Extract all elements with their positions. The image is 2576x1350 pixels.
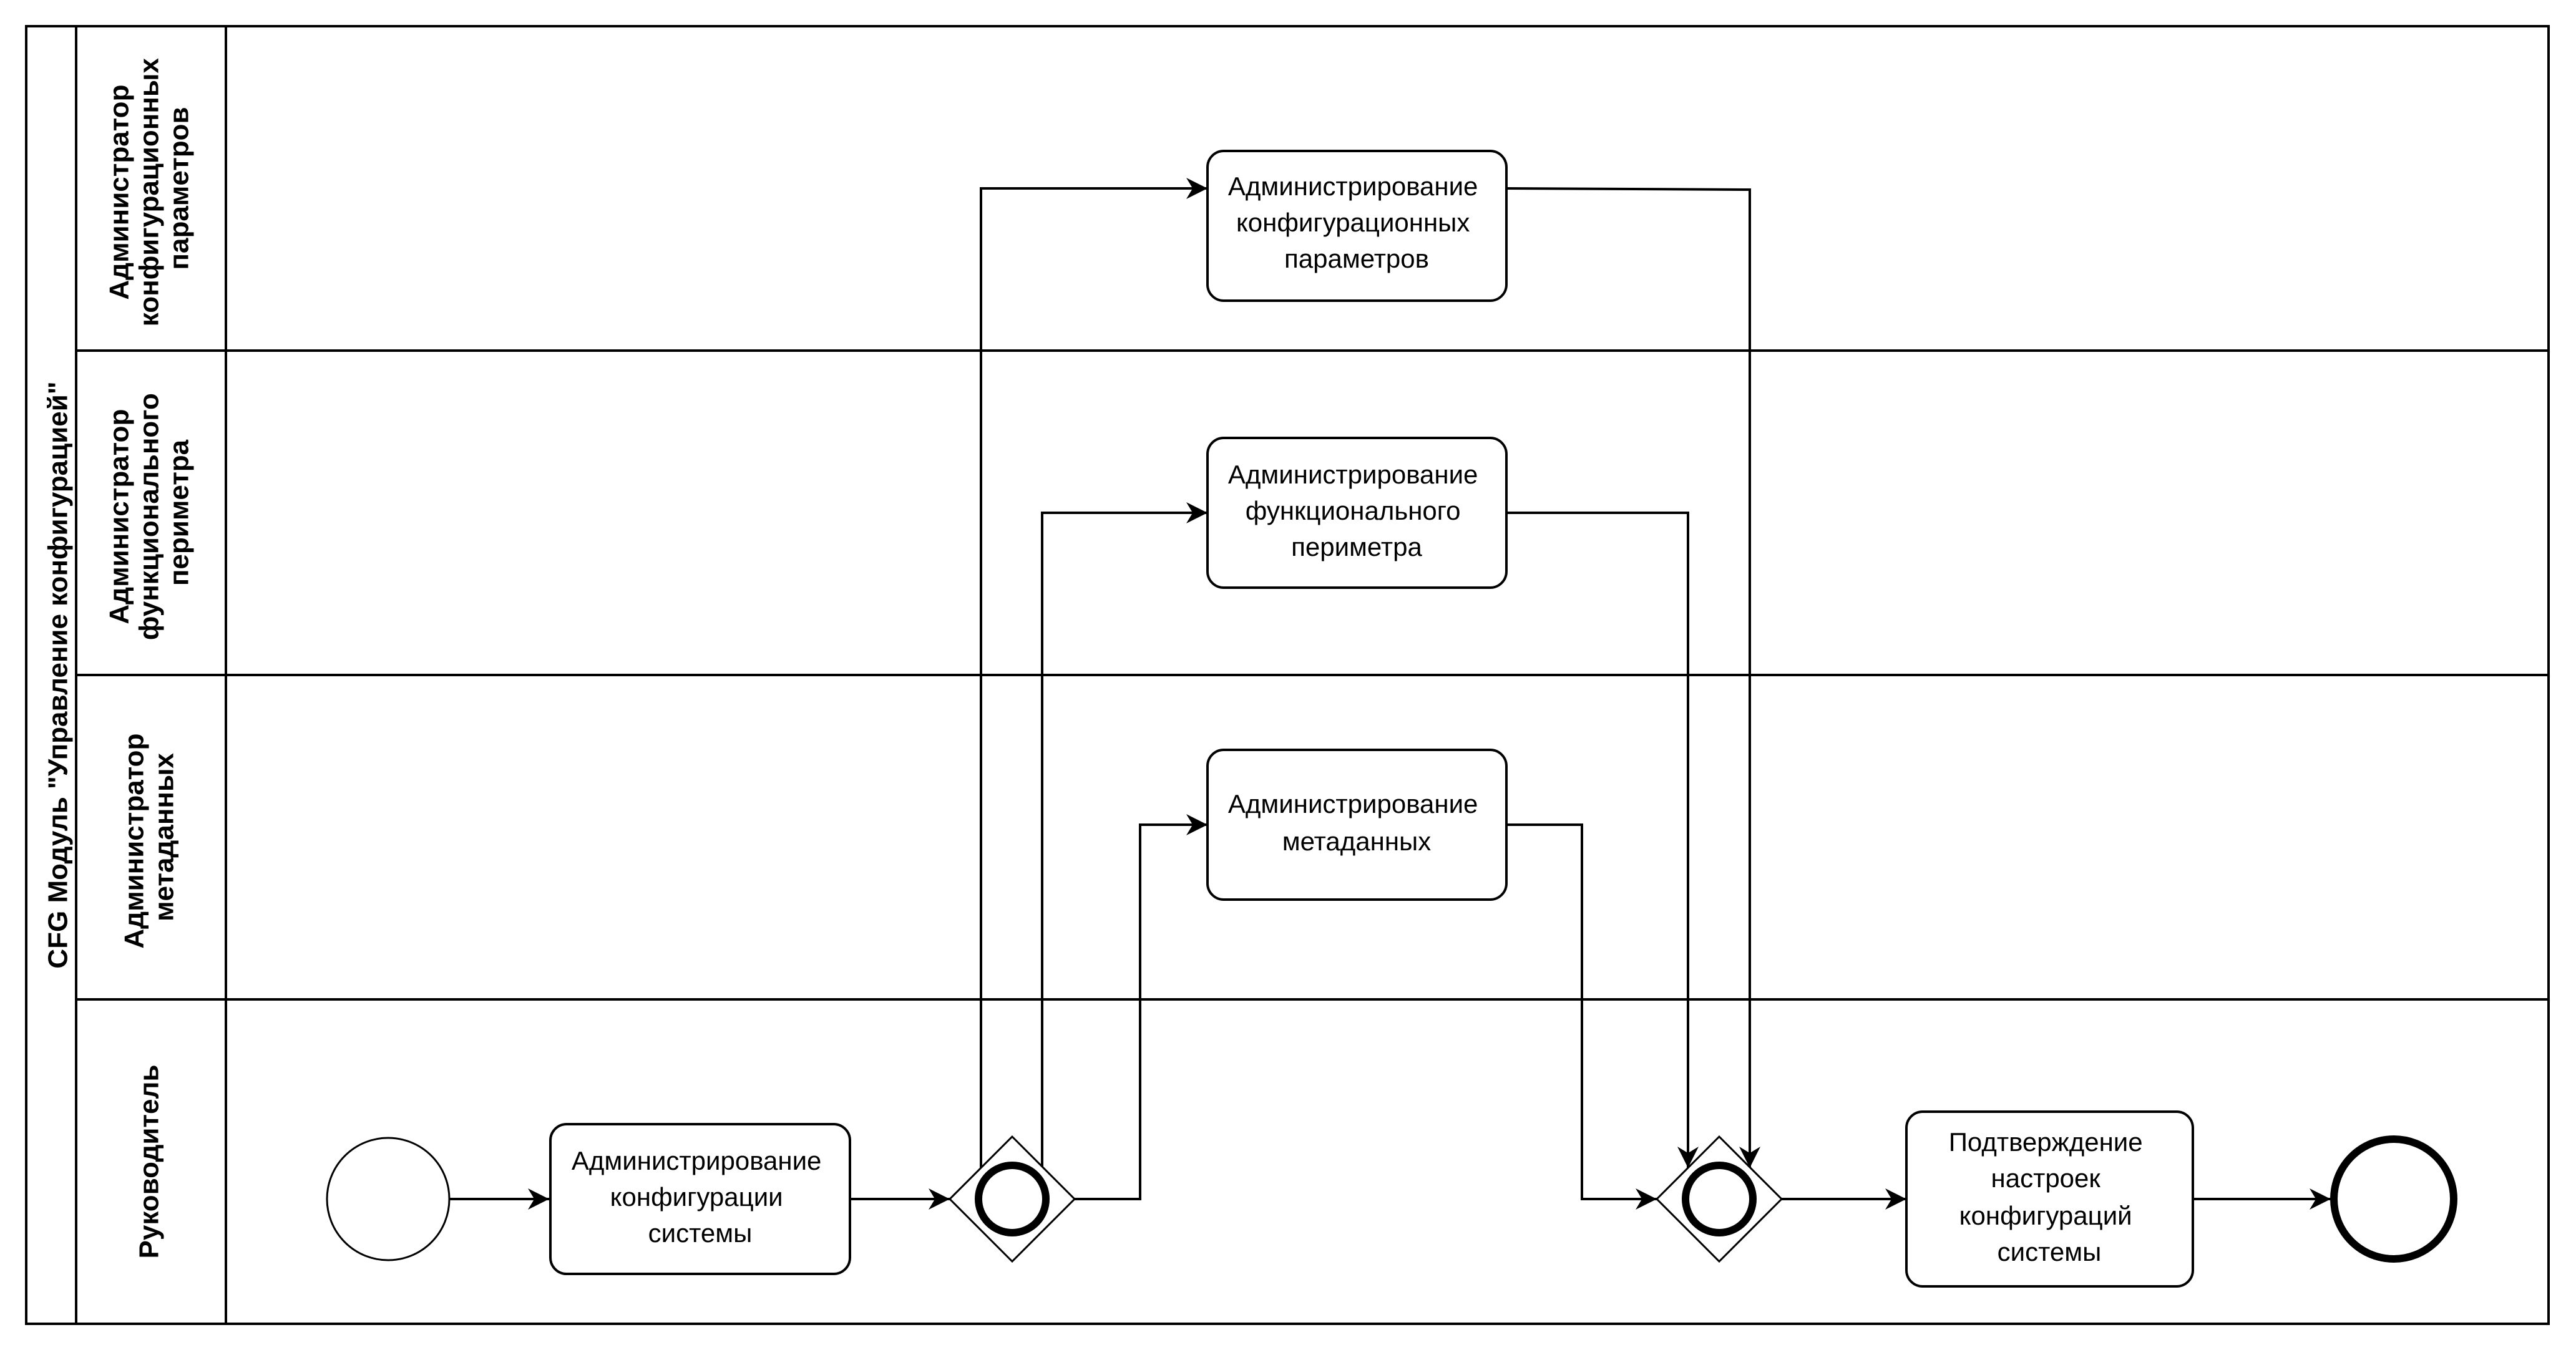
start-event[interactable] [326, 1137, 451, 1261]
lane-title-line: Администратор [104, 409, 135, 624]
task-label-line: системы [648, 1218, 753, 1248]
task-label: Подтверждение настроек конфигураций сист… [1949, 1120, 2150, 1266]
task-label-line: настроек [1991, 1163, 2101, 1193]
lane-title-line: периметра [164, 439, 195, 586]
task-label-line: Подтверждение [1949, 1127, 2143, 1157]
lane-title-manager: Руководитель [134, 1065, 165, 1259]
task-label: Администрирование функционального периме… [1228, 453, 1485, 561]
task-label-line: конфигурационных [1236, 208, 1470, 237]
lane-title-line: Администратор [104, 85, 135, 300]
task-label-line: системы [1998, 1237, 2102, 1266]
lanes: Администратор конфигурационных параметро… [76, 26, 2549, 1324]
flow-func-perimeter-to-join[interactable] [1506, 512, 1699, 1168]
task-label-line: метаданных [1282, 827, 1431, 856]
flow-split-to-func-perimeter[interactable] [1041, 502, 1208, 1168]
task-box [549, 1123, 851, 1275]
flow-split-to-config-params[interactable] [980, 178, 1208, 1168]
lane-title-func-admin: Администратор функционального периметра [97, 386, 195, 640]
gateway-join[interactable] [1655, 1135, 1783, 1263]
task-label-line: Администрирование [1228, 172, 1478, 201]
split-gateway-marker [975, 1162, 1050, 1236]
events [326, 1135, 2457, 1263]
task-label-line: Администрирование [1228, 789, 1478, 818]
lane-title-meta-admin: Администратор метаданных [112, 726, 180, 948]
lane-title-line: функционального [134, 393, 165, 640]
task-label-line: конфигурации [610, 1182, 783, 1212]
flow-metadata-to-join[interactable] [1506, 823, 1657, 1210]
task-box [1206, 437, 1508, 589]
task-label: Администрирование конфигурации системы [572, 1139, 829, 1248]
task-label: Администрирование конфигурационных парам… [1228, 165, 1485, 273]
task-label-line: функционального [1246, 496, 1461, 525]
task-box [1206, 150, 1508, 302]
task-func-perimeter[interactable]: Администрирование функционального периме… [1206, 437, 1508, 589]
task-label-line: параметров [1284, 244, 1429, 273]
task-confirm-settings[interactable]: Подтверждение настроек конфигураций сист… [1905, 1110, 2194, 1288]
lane-title-line: Руководитель [134, 1065, 165, 1259]
flow-config-params-to-join[interactable] [1506, 187, 1760, 1168]
sequence-flows [449, 178, 2331, 1210]
task-system-config[interactable]: Администрирование конфигурации системы [549, 1123, 851, 1275]
task-box [1905, 1110, 2194, 1288]
lane-title-config-admin: Администратор конфигурационных параметро… [97, 51, 195, 326]
lane-title-line: Администратор [119, 734, 150, 949]
join-gateway-marker [1682, 1162, 1757, 1236]
task-metadata[interactable]: Администрирование метаданных [1206, 749, 1508, 901]
flow-split-to-metadata[interactable] [1075, 814, 1208, 1200]
task-label-line: периметра [1291, 532, 1422, 561]
lane-title-line: метаданных [149, 752, 180, 921]
task-label-line: Администрирование [1228, 460, 1478, 489]
end-event[interactable] [2330, 1135, 2457, 1263]
task-label-line: конфигураций [1959, 1201, 2132, 1230]
task-box [1206, 749, 1508, 901]
lane-title-line: конфигурационных [134, 58, 165, 327]
pool-title: CFG Модуль "Управление конфигурацией" [43, 381, 74, 968]
lane-title-line: параметров [164, 107, 195, 270]
task-config-params[interactable]: Администрирование конфигурационных парам… [1206, 150, 1508, 302]
gateway-split[interactable] [948, 1135, 1076, 1263]
task-label: Администрирование метаданных [1228, 782, 1485, 856]
task-label-line: Администрирование [572, 1146, 822, 1175]
